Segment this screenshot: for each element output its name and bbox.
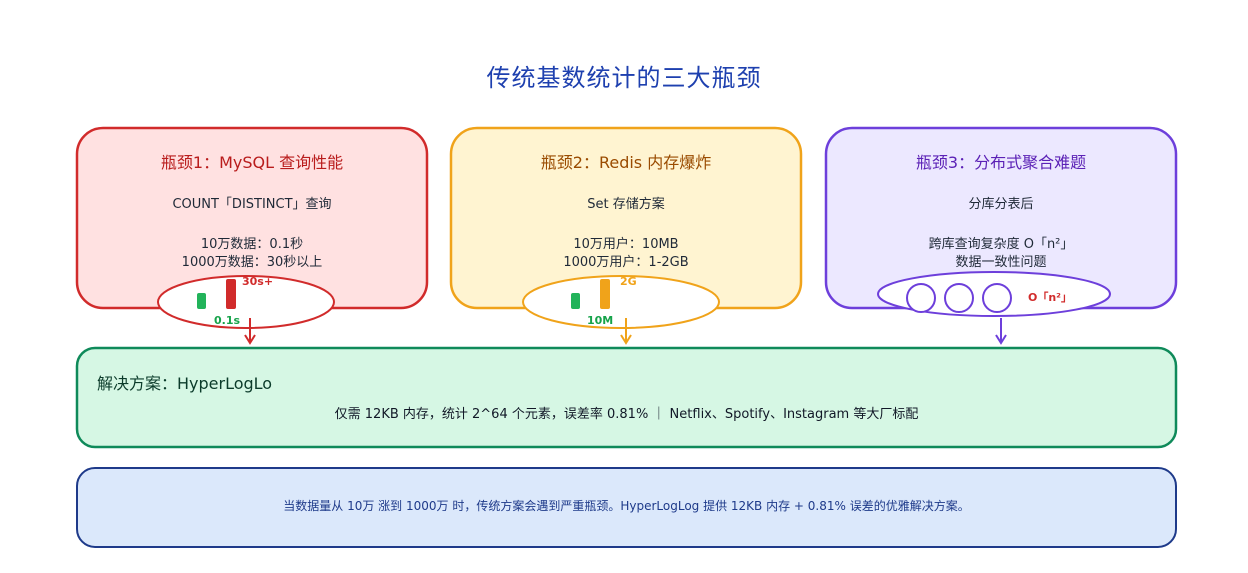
bottleneck-2-bar-low-label: 10M bbox=[587, 314, 614, 327]
shard-node-icon bbox=[906, 283, 936, 313]
bottleneck-2-subtitle: Set 存储方案 bbox=[587, 197, 665, 212]
shard-node-icon bbox=[982, 283, 1012, 313]
bottleneck-2-title: 瓶颈2：Redis 内存爆炸 bbox=[540, 153, 712, 172]
bottleneck-1-subtitle: COUNT「DISTINCT」查询 bbox=[172, 197, 332, 212]
bottleneck-1-title: 瓶颈1：MySQL 查询性能 bbox=[160, 153, 344, 172]
bottleneck-2-bar-ellipse bbox=[522, 275, 720, 329]
bottleneck-2-bar-high bbox=[600, 279, 610, 309]
bottleneck-1-bar-high-label: 30s+ bbox=[242, 275, 274, 288]
summary-card bbox=[76, 467, 1177, 548]
bottleneck-2-line1: 10万用户：10MB bbox=[573, 237, 679, 252]
bottleneck-3-title: 瓶颈3：分布式聚合难题 bbox=[915, 153, 1087, 172]
bottleneck-2-line2: 1000万用户：1-2GB bbox=[563, 255, 689, 270]
bottleneck-2-bar-low bbox=[571, 293, 580, 309]
solution-card bbox=[75, 346, 1178, 449]
arrow-icon bbox=[244, 318, 256, 345]
bottleneck-1-line2: 1000万数据：30秒以上 bbox=[181, 255, 323, 270]
bottleneck-3-subtitle: 分库分表后 bbox=[968, 197, 1034, 212]
bottleneck-3-line1: 跨库查询复杂度 O「n²」 bbox=[928, 237, 1074, 252]
bottleneck-3-complexity-label: O「n²」 bbox=[1028, 291, 1072, 304]
page-title: 传统基数统计的三大瓶颈 bbox=[486, 64, 762, 92]
bottleneck-1-line1: 10万数据：0.1秒 bbox=[200, 237, 304, 252]
summary-text: 当数据量从 10万 涨到 1000万 时，传统方案会遇到严重瓶颈。HyperLo… bbox=[283, 499, 970, 513]
bottleneck-1-bar-low-label: 0.1s bbox=[214, 314, 241, 327]
shard-node-icon bbox=[944, 283, 974, 313]
bottleneck-1-bar-low bbox=[197, 293, 206, 309]
solution-title: 解决方案：HyperLogLo bbox=[97, 374, 273, 393]
arrow-icon bbox=[620, 318, 632, 345]
bottleneck-1-bar-ellipse bbox=[157, 275, 335, 329]
bottleneck-1-bar-high bbox=[226, 279, 236, 309]
bottleneck-3-line2: 数据一致性问题 bbox=[955, 255, 1047, 270]
arrow-icon bbox=[995, 318, 1007, 345]
solution-detail: 仅需 12KB 内存，统计 2^64 个元素，误差率 0.81% ｜ Netfl… bbox=[334, 407, 919, 422]
bottleneck-2-bar-high-label: 2G bbox=[620, 275, 637, 288]
